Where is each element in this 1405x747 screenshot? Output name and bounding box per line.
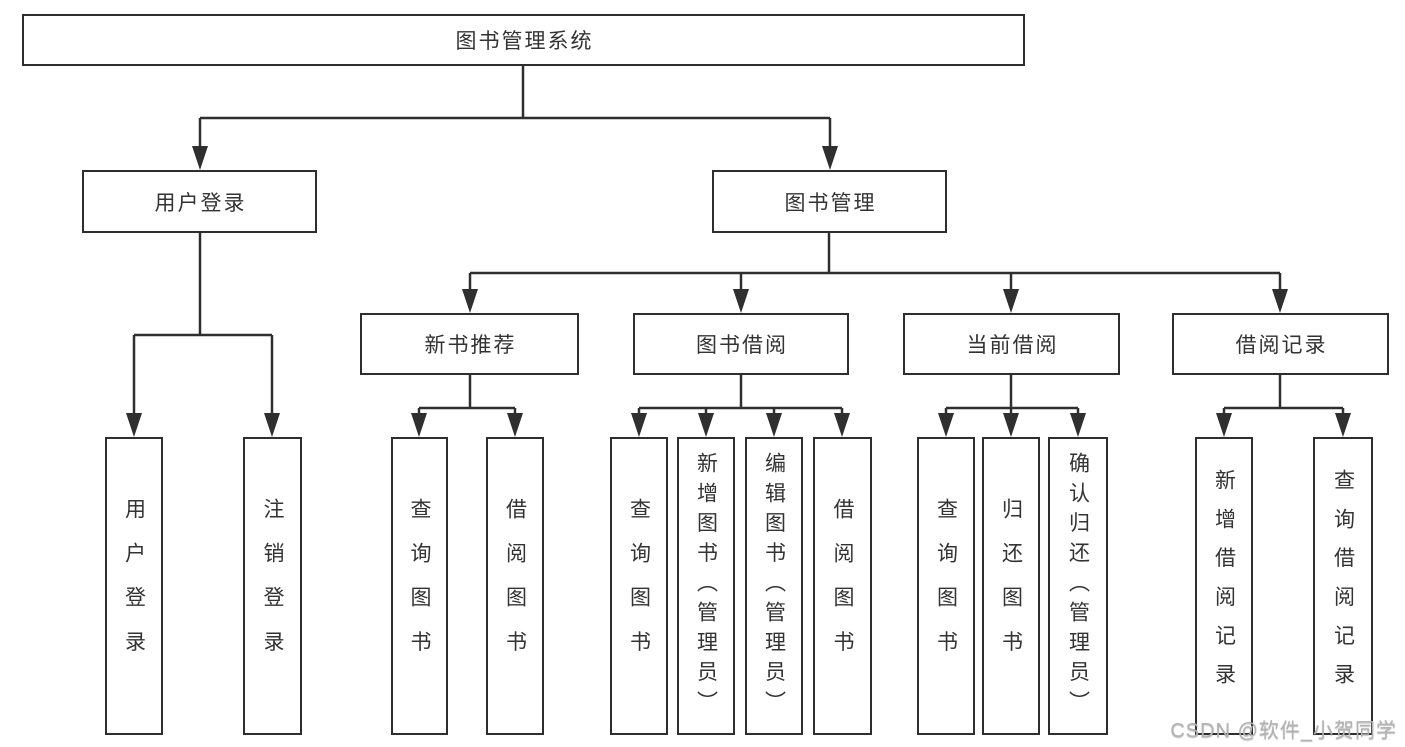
leaf-return-book: 归还图书	[982, 437, 1040, 735]
leaf-user-login: 用户登录	[105, 437, 163, 735]
node-user-login-label: 用户登录	[154, 191, 247, 215]
node-user-login: 用户登录	[82, 170, 317, 233]
arrowhead-icons	[126, 146, 1351, 437]
leaf-borrow-book: 借阅图书	[813, 437, 872, 735]
watermark: CSDN @软件_小贺同学	[1170, 720, 1397, 742]
leaf-confirm-return-admin: 确认归还（管理员）	[1048, 437, 1108, 735]
node-book-borrow-label: 图书借阅	[696, 334, 788, 357]
leaf-new-book-borrow: 借阅图书	[486, 437, 544, 735]
node-book-mgmt: 图书管理	[712, 170, 947, 233]
leaf-add-book-admin: 新增图书（管理员）	[677, 437, 735, 735]
node-book-borrow: 图书借阅	[633, 313, 849, 375]
leaf-add-book-admin-label: 新增图书（管理员）	[694, 451, 718, 721]
node-current-borrow: 当前借阅	[903, 313, 1120, 375]
leaf-new-book-borrow-label: 借阅图书	[503, 497, 527, 675]
node-borrow-record-label: 借阅记录	[1235, 334, 1328, 357]
leaf-new-book-query: 查询图书	[391, 437, 448, 735]
leaf-logout: 注销登录	[243, 437, 302, 735]
leaf-query-borrow-record: 查询借阅记录	[1313, 437, 1373, 735]
leaf-add-borrow-record-label: 新增借阅记录	[1212, 469, 1236, 703]
leaf-borrow-query-label: 查询图书	[627, 497, 651, 675]
node-book-mgmt-label: 图书管理	[784, 191, 877, 215]
leaf-new-book-query-label: 查询图书	[408, 497, 431, 675]
leaf-borrow-query: 查询图书	[610, 437, 668, 735]
leaf-return-book-label: 归还图书	[999, 497, 1023, 675]
leaf-edit-book-admin-label: 编辑图书（管理员）	[762, 451, 786, 721]
node-new-book-label: 新书推荐	[424, 334, 517, 357]
leaf-confirm-return-admin-label: 确认归还（管理员）	[1066, 451, 1090, 721]
node-new-book: 新书推荐	[360, 313, 579, 375]
leaf-current-query-label: 查询图书	[934, 497, 958, 675]
leaf-edit-book-admin: 编辑图书（管理员）	[745, 437, 803, 735]
node-root-label: 图书管理系统	[455, 30, 594, 53]
leaf-user-login-label: 用户登录	[122, 497, 146, 675]
leaf-current-query: 查询图书	[917, 437, 975, 735]
node-borrow-record: 借阅记录	[1172, 313, 1389, 375]
leaf-borrow-book-label: 借阅图书	[831, 497, 854, 675]
leaf-query-borrow-record-label: 查询借阅记录	[1331, 469, 1355, 703]
leaf-add-borrow-record: 新增借阅记录	[1195, 437, 1253, 735]
node-root: 图书管理系统	[22, 14, 1025, 66]
leaf-logout-label: 注销登录	[261, 497, 284, 675]
node-current-borrow-label: 当前借阅	[966, 334, 1059, 357]
